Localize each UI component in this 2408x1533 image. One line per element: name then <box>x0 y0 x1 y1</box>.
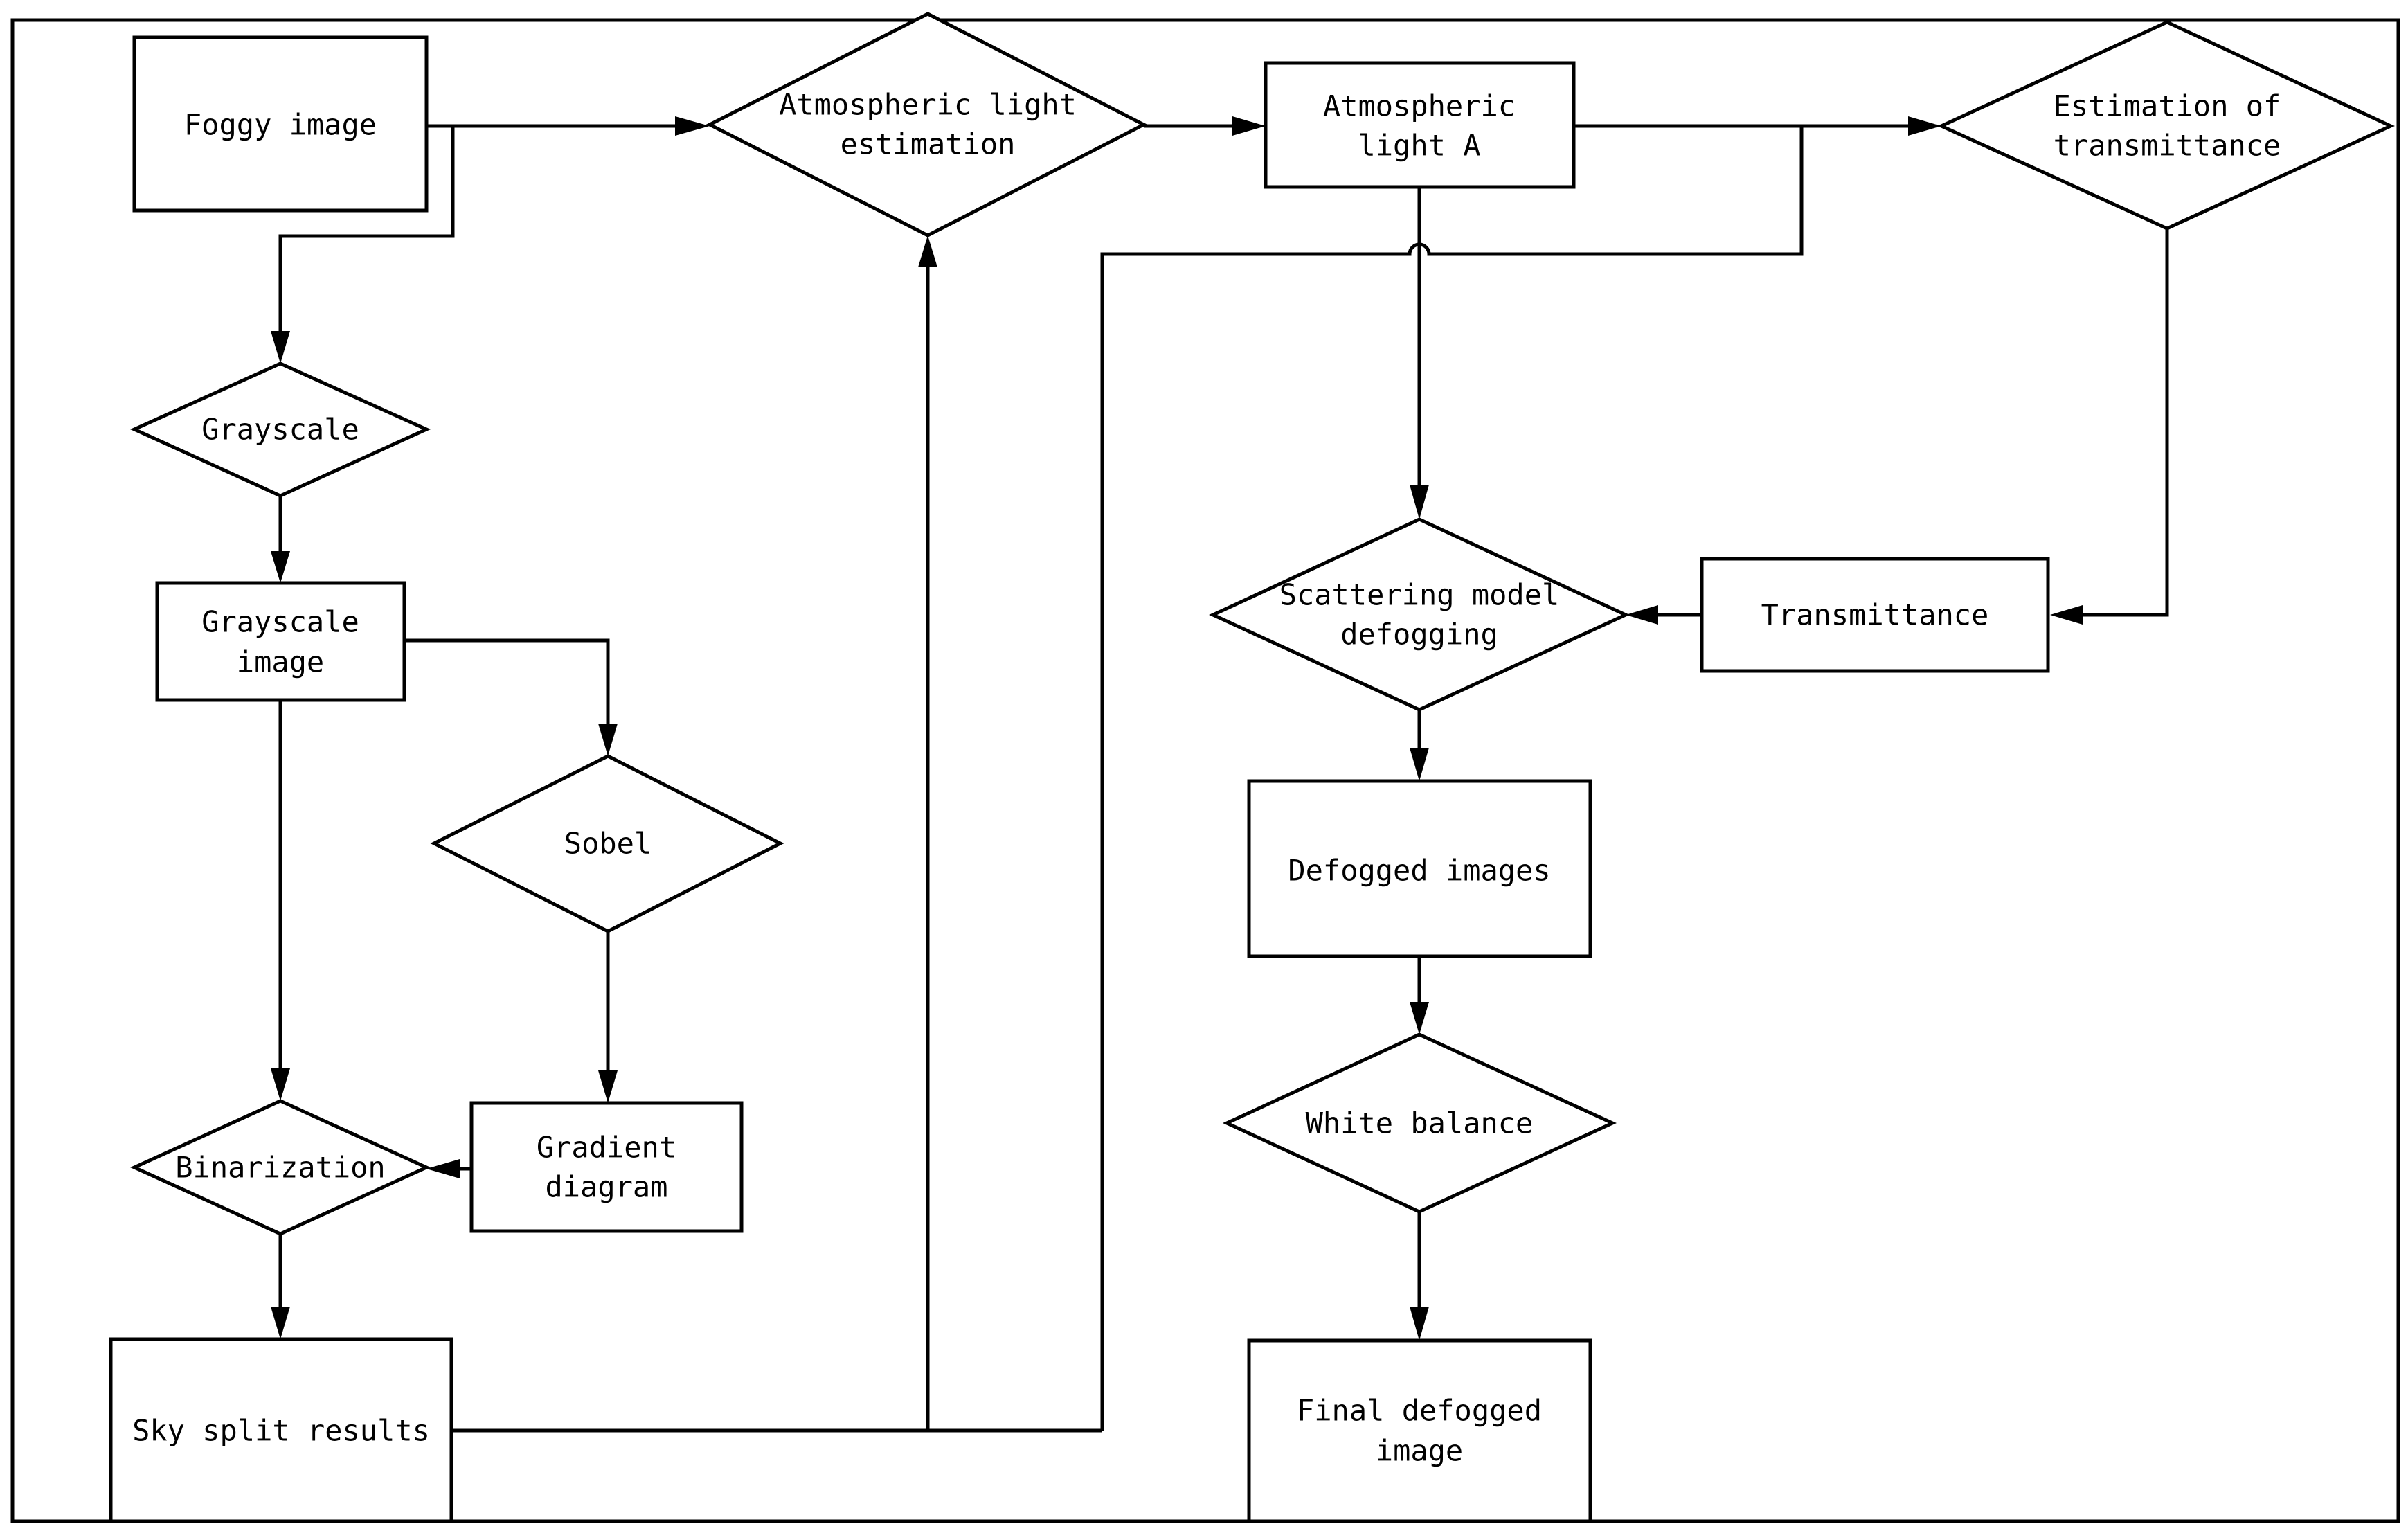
defogged-images-label: Defogged images <box>1288 854 1550 888</box>
arrowhead-grayscale-top <box>271 331 290 364</box>
edge-transmittance-estimation-to-transmittance <box>2083 228 2169 617</box>
node-grayscale: Grayscale <box>129 361 431 498</box>
grayscale-diamond <box>129 361 431 498</box>
node-atmospheric-light-estimation: Atmospheric light estimation <box>706 12 1148 237</box>
node-transmittance: Transmittance <box>1700 557 2050 673</box>
node-scattering-model-defogging: Scattering model defogging <box>1209 517 1630 712</box>
arrowhead-transmittance-estimation-left <box>1908 116 1941 136</box>
edge-foggy-to-grayscale <box>278 126 455 332</box>
gradient-diagram-label-line2: diagram <box>545 1170 667 1204</box>
scattering-model-defogging-label-line1: Scattering model <box>1279 578 1560 612</box>
transmittance-label: Transmittance <box>1761 598 1989 632</box>
atmospheric-light-a-box <box>1264 61 1576 189</box>
arrowhead-atm-estimation-left <box>675 116 710 136</box>
binarization-label: Binarization <box>175 1151 385 1185</box>
arrowhead-atm-light-left <box>1232 116 1266 136</box>
arrowhead-binarization-top <box>271 1068 290 1101</box>
scattering-model-defogging-diamond <box>1209 517 1630 712</box>
grayscale-label: Grayscale <box>201 413 359 447</box>
grayscale-image-label-line2: image <box>237 645 324 679</box>
atmospheric-light-estimation-label-line2: estimation <box>841 127 1016 161</box>
node-foggy-image: Foggy image <box>132 35 429 213</box>
transmittance-box <box>1700 557 2050 673</box>
foggy-image-box <box>132 35 429 213</box>
foggy-image-label: Foggy image <box>184 108 377 142</box>
estimation-of-transmittance-label-line1: Estimation of <box>2054 89 2281 123</box>
grayscale-image-label-line1: Grayscale <box>201 605 359 639</box>
atmospheric-light-a-label-line2: light A <box>1358 129 1480 163</box>
grayscale-image-box <box>155 581 406 702</box>
white-balance-diamond <box>1223 1032 1617 1214</box>
atmospheric-light-estimation-diamond <box>706 12 1148 237</box>
node-white-balance: White balance <box>1223 1032 1617 1214</box>
gradient-diagram-label-line1: Gradient <box>537 1131 676 1165</box>
edge-sky-to-transmittance-estimation <box>1100 126 1804 1431</box>
arrowhead-atm-estimation-bottom <box>918 235 937 267</box>
scattering-model-defogging-label-line2: defogging <box>1340 618 1498 652</box>
edge-grayscale-image-to-sobel <box>404 638 610 724</box>
node-sobel: Sobel <box>430 754 784 933</box>
estimation-of-transmittance-label-line2: transmittance <box>2054 129 2281 163</box>
node-final-defogged-image: Final defogged image <box>1247 1338 1592 1523</box>
edges <box>271 116 2169 1433</box>
arrowhead-grayscale-image-top <box>271 551 290 583</box>
arrowhead-defogged-top <box>1410 748 1429 781</box>
node-estimation-of-transmittance: Estimation of transmittance <box>1937 20 2395 231</box>
binarization-diamond <box>129 1099 431 1236</box>
defogged-images-box <box>1247 779 1592 958</box>
node-sky-split-results: Sky split results <box>109 1337 453 1523</box>
arrowhead-gradient-top <box>598 1070 618 1103</box>
arrowhead-white-balance-top <box>1410 1002 1429 1034</box>
atmospheric-light-estimation-label-line1: Atmospheric light <box>779 88 1077 122</box>
arrowhead-scattering-top <box>1410 485 1429 519</box>
diagram-frame <box>10 18 2400 1523</box>
node-defogged-images: Defogged images <box>1247 779 1592 958</box>
node-gradient-diagram: Gradient diagram <box>469 1101 744 1233</box>
final-defogged-image-label-line1: Final defogged <box>1297 1394 1542 1428</box>
final-defogged-image-label-line2: image <box>1376 1434 1463 1468</box>
arrowhead-binarization-right <box>426 1159 460 1178</box>
node-grayscale-image: Grayscale image <box>155 581 406 702</box>
arrowhead-final-top <box>1410 1307 1429 1341</box>
sobel-label: Sobel <box>564 827 652 861</box>
sky-split-results-label: Sky split results <box>132 1414 430 1448</box>
white-balance-label: White balance <box>1306 1106 1534 1140</box>
atmospheric-light-a-label-line1: Atmospheric <box>1323 89 1516 123</box>
node-binarization: Binarization <box>129 1099 431 1236</box>
gradient-diagram-box <box>469 1101 744 1233</box>
arrowhead-sobel-top <box>598 724 618 756</box>
estimation-of-transmittance-diamond <box>1937 20 2395 231</box>
sobel-diamond <box>430 754 784 933</box>
sky-split-results-box <box>109 1337 453 1523</box>
arrowhead-scattering-right <box>1626 605 1658 625</box>
arrowhead-transmittance-right <box>2050 605 2083 625</box>
arrowhead-sky-top <box>271 1307 290 1339</box>
final-defogged-image-box <box>1247 1338 1592 1523</box>
node-atmospheric-light-a: Atmospheric light A <box>1264 61 1576 189</box>
